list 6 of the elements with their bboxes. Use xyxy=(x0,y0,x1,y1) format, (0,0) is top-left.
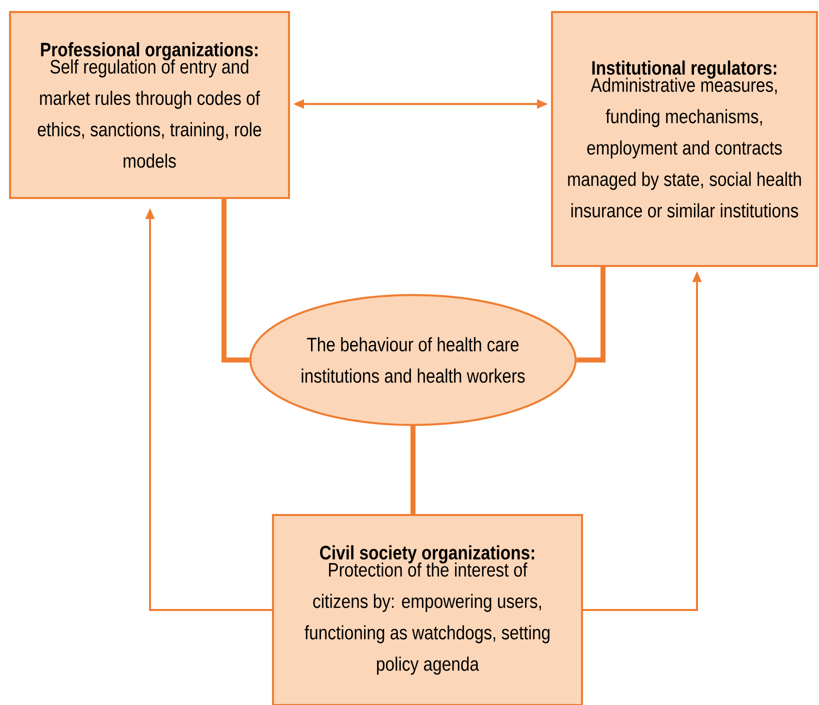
connector-line xyxy=(576,267,606,362)
connector-line xyxy=(222,199,250,362)
connector-line xyxy=(410,426,416,514)
organization-box: Professional organizations: Self regulation of entry and market rules through codes of ethics, sanctions, training, role models xyxy=(9,11,290,199)
organization-box: Institutional regulators: Administrative measures, funding mechanisms, employment and contracts managed by state, social health insurance or similar institutions xyxy=(551,11,818,267)
organization-box: Civil society organizations: Protection of the interest of citizens by: empowering users, functioning as watchdogs, setting policy agenda xyxy=(272,514,583,705)
